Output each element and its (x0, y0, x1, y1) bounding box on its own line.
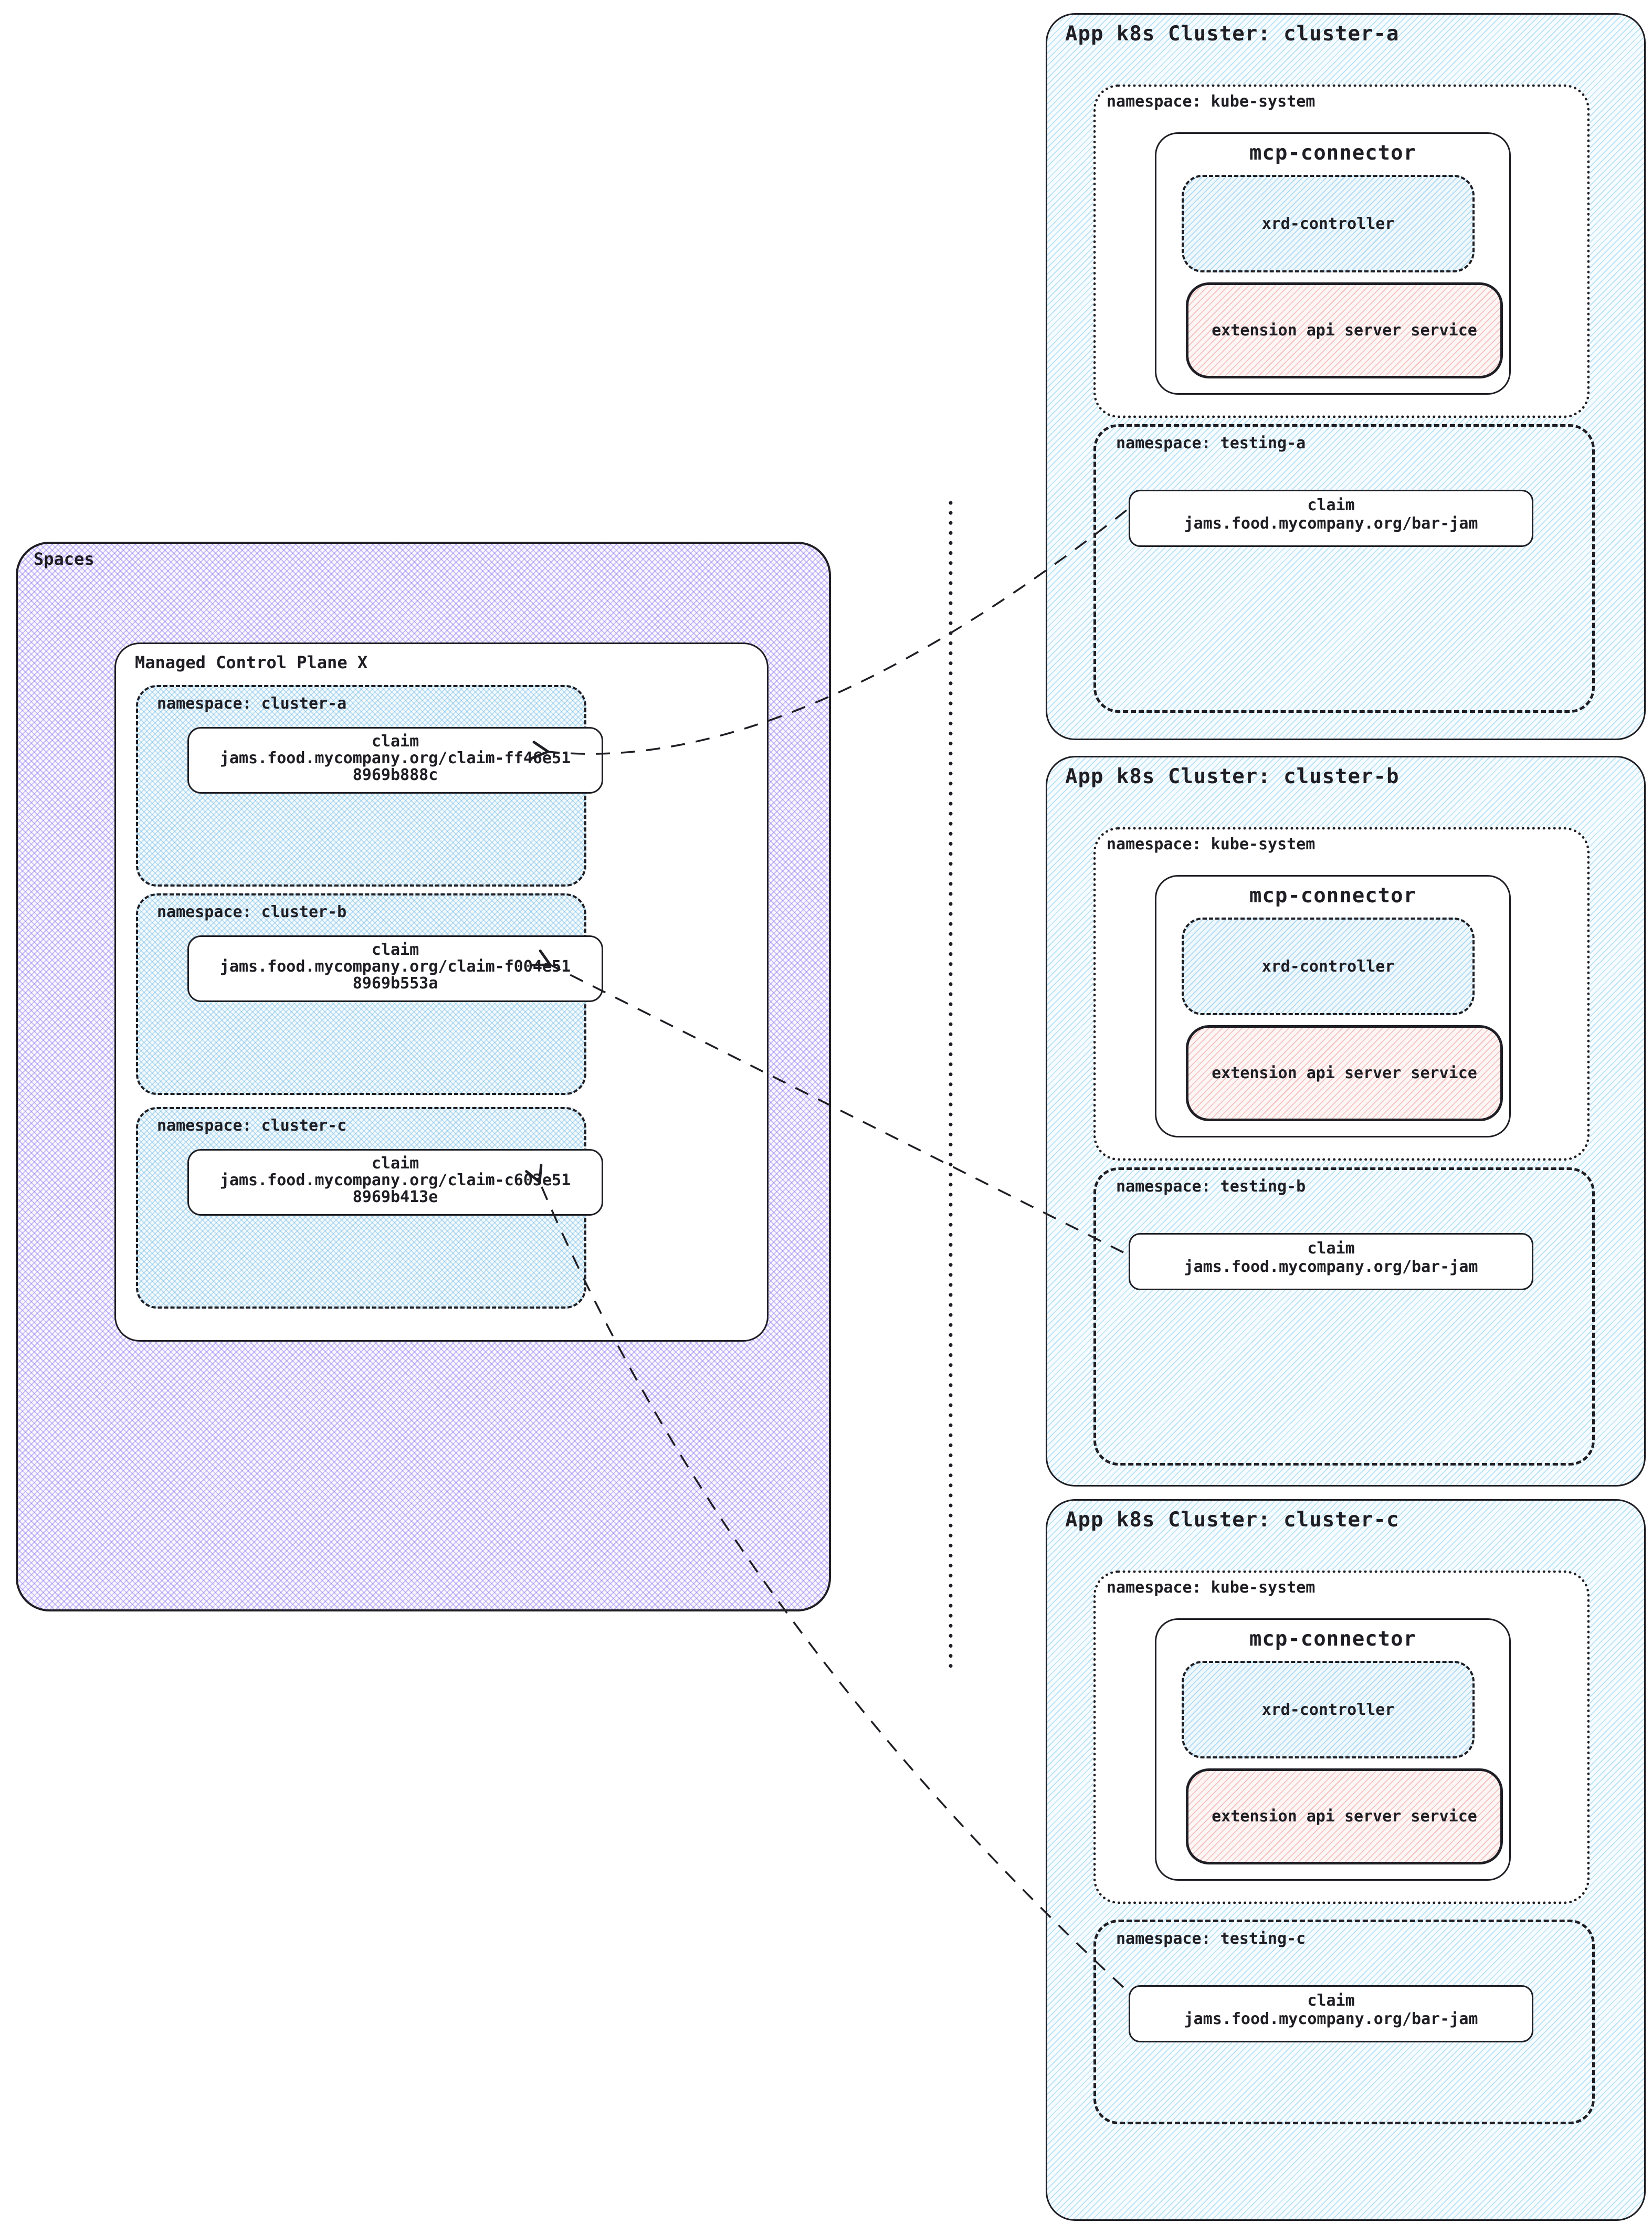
claim-title: claim (371, 941, 419, 959)
app-cluster-a-box: App k8s Cluster: cluster-a namespace: ku… (1046, 13, 1646, 740)
xrd-controller-box-b: xrd-controller (1182, 918, 1475, 1015)
testing-b-label: namespace: testing-b (1116, 1177, 1306, 1196)
claim-title: claim (371, 732, 419, 751)
claim-title: claim (1307, 1239, 1355, 1258)
claim-name: jams.food.mycompany.org/bar-jam (1184, 2010, 1478, 2028)
claim-name: jams.food.mycompany.org/bar-jam (1184, 1258, 1478, 1276)
testing-a-label: namespace: testing-a (1116, 434, 1306, 452)
mcp-connector-title-b: mcp-connector (1249, 884, 1417, 908)
mcp-connector-box-a: mcp-connector xrd-controller extension a… (1155, 132, 1511, 395)
claim-title: claim (1307, 1991, 1355, 2010)
xrd-controller-box-c: xrd-controller (1182, 1661, 1475, 1758)
extension-api-server-box-c: extension api server service (1186, 1768, 1503, 1864)
kube-system-label-a: namespace: kube-system (1107, 92, 1316, 111)
app-cluster-a-title: App k8s Cluster: cluster-a (1065, 22, 1400, 46)
managed-control-plane-box: Managed Control Plane X namespace: clust… (114, 642, 769, 1342)
app-cluster-b-title: App k8s Cluster: cluster-b (1065, 765, 1400, 788)
namespace-cluster-c-label: namespace: cluster-c (157, 1116, 347, 1135)
kube-system-box-c: namespace: kube-system mcp-connector xrd… (1093, 1571, 1590, 1904)
testing-c-label: namespace: testing-c (1116, 1930, 1306, 1948)
claim-name: jams.food.mycompany.org/claim-f004e51896… (219, 957, 571, 993)
mcp-connector-box-c: mcp-connector xrd-controller extension a… (1155, 1618, 1511, 1881)
xrd-controller-label: xrd-controller (1261, 1700, 1395, 1719)
app-cluster-c-title: App k8s Cluster: cluster-c (1065, 1508, 1400, 1532)
claim-name: jams.food.mycompany.org/claim-ff46e51896… (219, 749, 571, 784)
app-cluster-c-box: App k8s Cluster: cluster-c namespace: ku… (1046, 1499, 1646, 2221)
spaces-title: Spaces (34, 549, 94, 569)
app-cluster-b-box: App k8s Cluster: cluster-b namespace: ku… (1046, 756, 1646, 1487)
mcp-connector-box-b: mcp-connector xrd-controller extension a… (1155, 875, 1511, 1137)
xrd-controller-box-a: xrd-controller (1182, 175, 1475, 272)
kube-system-label-c: namespace: kube-system (1107, 1578, 1316, 1597)
claim-name: jams.food.mycompany.org/bar-jam (1184, 514, 1478, 533)
kube-system-box-a: namespace: kube-system mcp-connector xrd… (1093, 85, 1590, 418)
extension-api-server-label: extension api server service (1212, 321, 1477, 340)
namespace-cluster-a-label: namespace: cluster-a (157, 694, 347, 713)
mcp-connector-title-a: mcp-connector (1249, 141, 1417, 165)
kube-system-box-b: namespace: kube-system mcp-connector xrd… (1093, 827, 1590, 1161)
xrd-controller-label: xrd-controller (1261, 214, 1395, 233)
namespace-cluster-b-label: namespace: cluster-b (157, 903, 347, 921)
kube-system-label-b: namespace: kube-system (1107, 835, 1316, 853)
mcp-connector-title-c: mcp-connector (1249, 1627, 1417, 1651)
extension-api-server-box-a: extension api server service (1186, 282, 1503, 378)
claim-name: jams.food.mycompany.org/claim-c603e51896… (219, 1171, 571, 1206)
extension-api-server-box-b: extension api server service (1186, 1025, 1503, 1121)
claim-title: claim (1307, 496, 1355, 514)
xrd-controller-label: xrd-controller (1261, 957, 1395, 976)
claim-title: claim (371, 1154, 419, 1173)
managed-control-plane-title: Managed Control Plane X (135, 652, 368, 672)
extension-api-server-label: extension api server service (1212, 1807, 1477, 1826)
extension-api-server-label: extension api server service (1212, 1064, 1477, 1082)
